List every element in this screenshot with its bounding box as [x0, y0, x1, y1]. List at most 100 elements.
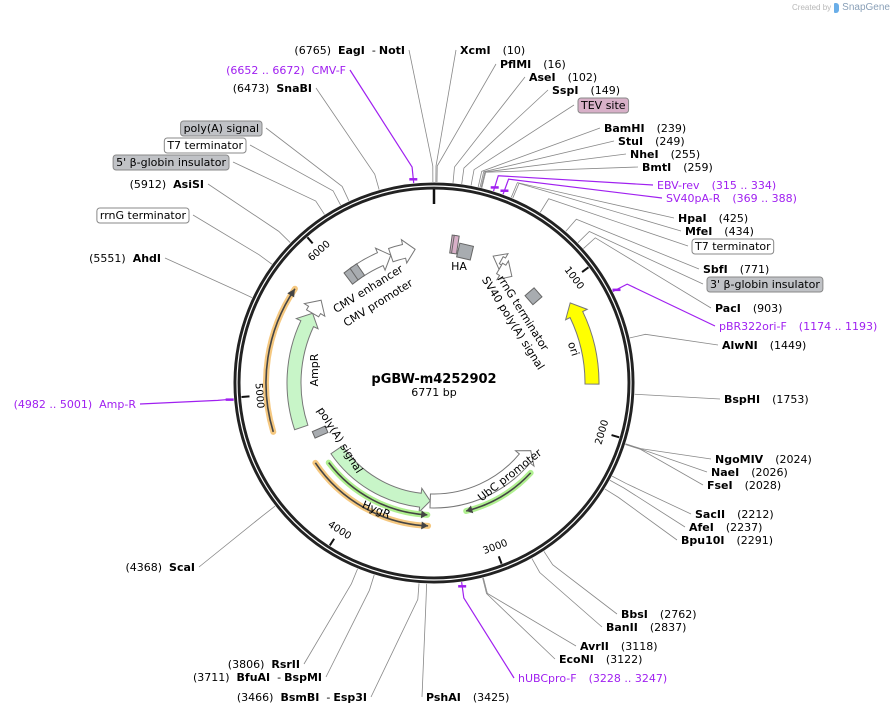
site-position: (771)	[740, 263, 770, 276]
site-position: (434)	[724, 225, 754, 238]
primer-label[interactable]: (4982 .. 5001)Amp-R	[14, 398, 137, 411]
enzyme-site-label[interactable]: BanII(2837)	[606, 621, 686, 634]
feature-label[interactable]: rrnG terminator	[96, 207, 190, 224]
primer-label[interactable]: EBV-rev(315 .. 334)	[657, 179, 776, 192]
enzyme-site-label[interactable]: AseI(102)	[529, 71, 597, 84]
svg-text:SbfI(771): SbfI(771)	[703, 263, 769, 276]
primer-site-mark	[612, 288, 621, 292]
tick-mark	[328, 538, 335, 547]
feature-polya-box[interactable]	[349, 263, 366, 281]
svg-text:AvrII(3118): AvrII(3118)	[580, 640, 657, 653]
site-name: StuI	[618, 135, 643, 148]
plasmid-center-label: pGBW-m4252902 6771 bp	[371, 372, 496, 399]
enzyme-site-label[interactable]: Bpu10I(2291)	[681, 534, 773, 547]
feature-label-text: 5' β-globin insulator	[116, 156, 226, 169]
site-position: (2837)	[650, 621, 687, 634]
enzyme-site-label[interactable]: NaeI(2026)	[711, 466, 788, 479]
site-position: (239)	[657, 122, 687, 135]
enzyme-site-label[interactable]: SacII(2212)	[695, 508, 774, 521]
enzyme-site-label[interactable]: NheI(255)	[630, 148, 700, 161]
site-position: (2762)	[660, 608, 697, 621]
primer-label[interactable]: SV40pA-R(369 .. 388)	[666, 192, 797, 205]
primer-label[interactable]: (6652 .. 6672)CMV-F	[226, 64, 346, 77]
feature-tev-tag[interactable]	[450, 234, 460, 255]
feature-rrng-terminator[interactable]	[495, 259, 513, 281]
leader-line	[452, 76, 526, 183]
feature-t7-terminator[interactable]	[492, 253, 509, 271]
enzyme-site-label[interactable]: MfeI(434)	[685, 225, 754, 238]
enzyme-site-label[interactable]: BamHI(239)	[604, 122, 686, 135]
site-name: AhdI	[133, 252, 161, 265]
enzyme-site-label[interactable]: (3806)RsrII	[228, 658, 300, 671]
primer-label[interactable]: pBR322ori-F(1174 .. 1193)	[719, 320, 877, 333]
enzyme-site-label[interactable]: (5551)AhdI	[89, 252, 161, 265]
snapgene-logo-icon	[834, 2, 840, 13]
feature-label[interactable]: T7 terminator	[163, 137, 247, 154]
feature-cmv-enhancer[interactable]	[354, 247, 392, 278]
enzyme-site-label[interactable]: SbfI(771)	[703, 263, 769, 276]
enzyme-site-label[interactable]: NgoMIV(2024)	[715, 453, 812, 466]
enzyme-site-label[interactable]: EcoNI(3122)	[559, 653, 642, 666]
feature-ori[interactable]	[564, 302, 600, 385]
feature-polya-signal-box[interactable]	[311, 425, 329, 439]
feature-3-globin-box[interactable]	[524, 287, 543, 306]
svg-text:SV40pA-R(369 .. 388): SV40pA-R(369 .. 388)	[666, 192, 797, 205]
site-position: (3425)	[473, 691, 510, 704]
enzyme-site-label[interactable]: HpaI(425)	[678, 212, 748, 225]
enzyme-site-label[interactable]: PflMI(16)	[500, 58, 566, 71]
feature-ampr-promoter[interactable]	[303, 299, 326, 318]
enzyme-site-label[interactable]: BmtI(259)	[642, 161, 713, 174]
orf-arrowhead-icon	[421, 521, 429, 530]
leader-line	[370, 583, 420, 698]
enzyme-site-label[interactable]: FseI(2028)	[707, 479, 781, 492]
svg-text:MfeI(434): MfeI(434)	[685, 225, 754, 238]
feature-label[interactable]: 5' β-globin insulator	[112, 154, 230, 171]
enzyme-site-label[interactable]: SspI(149)	[552, 84, 620, 97]
enzyme-site-label[interactable]: PacI(903)	[715, 302, 782, 315]
site-position: (6473)	[233, 82, 270, 95]
site-position: (5912)	[130, 178, 167, 191]
site-name: ScaI	[169, 561, 195, 574]
leader-line	[492, 175, 654, 192]
enzyme-site-label[interactable]: (4368)ScaI	[125, 561, 195, 574]
feature-label[interactable]: poly(A) signal	[180, 120, 263, 137]
enzyme-site-label[interactable]: (5912)AsiSI	[130, 178, 204, 191]
enzyme-site-label[interactable]: StuI(249)	[618, 135, 685, 148]
feature-cmv-promoter[interactable]	[387, 238, 416, 265]
enzyme-site-label[interactable]: PshAI(3425)	[426, 691, 509, 704]
svg-text:(3711)BfuAI-BspMI: (3711)BfuAI-BspMI	[193, 671, 322, 684]
svg-text:FseI(2028): FseI(2028)	[707, 479, 781, 492]
site-name: NaeI	[711, 466, 739, 479]
site-position: (3711)	[193, 671, 230, 684]
svg-text:(3806)RsrII: (3806)RsrII	[228, 658, 300, 671]
enzyme-site-label[interactable]: BbsI(2762)	[621, 608, 696, 621]
enzyme-site-label[interactable]: (3711)BfuAI-BspMI	[193, 671, 322, 684]
site-name: AvrII	[580, 640, 609, 653]
primer-label[interactable]: hUBCpro-F(3228 .. 3247)	[518, 672, 667, 685]
tick-mark	[611, 434, 620, 439]
leader-line	[482, 577, 577, 647]
feature-sv40-polya-box[interactable]	[456, 242, 475, 261]
feature-label[interactable]: TEV site	[577, 97, 630, 114]
enzyme-site-label[interactable]: (3466)BsmBI-Esp3I	[237, 691, 367, 704]
site-position: (2237)	[726, 521, 763, 534]
enzyme-site-label[interactable]: AfeI(2237)	[689, 521, 762, 534]
enzyme-site-label[interactable]: BspHI(1753)	[724, 393, 809, 406]
site-position: (2028)	[745, 479, 782, 492]
enzyme-site-label[interactable]: (6765)EagI-NotI	[294, 44, 405, 57]
enzyme-site-label[interactable]: AlwNI(1449)	[722, 339, 806, 352]
leader-line	[164, 257, 253, 298]
credit-brand: SnapGene	[842, 2, 890, 13]
feature-label[interactable]: 3' β-globin insulator	[706, 276, 824, 293]
feature-label[interactable]: T7 terminator	[691, 238, 775, 255]
enzyme-site-label[interactable]: XcmI(10)	[460, 44, 525, 57]
leader-line	[470, 104, 575, 186]
svg-text:AlwNI(1449): AlwNI(1449)	[722, 339, 806, 352]
feature-ubc-promoter[interactable]	[429, 450, 535, 509]
enzyme-site-label[interactable]: AvrII(3118)	[580, 640, 657, 653]
svg-text:BanII(2837): BanII(2837)	[606, 621, 686, 634]
site-name: EcoNI	[559, 653, 594, 666]
leader-line	[481, 166, 639, 188]
enzyme-site-label[interactable]: (6473)SnaBI	[233, 82, 312, 95]
feature-label-box	[112, 154, 230, 171]
